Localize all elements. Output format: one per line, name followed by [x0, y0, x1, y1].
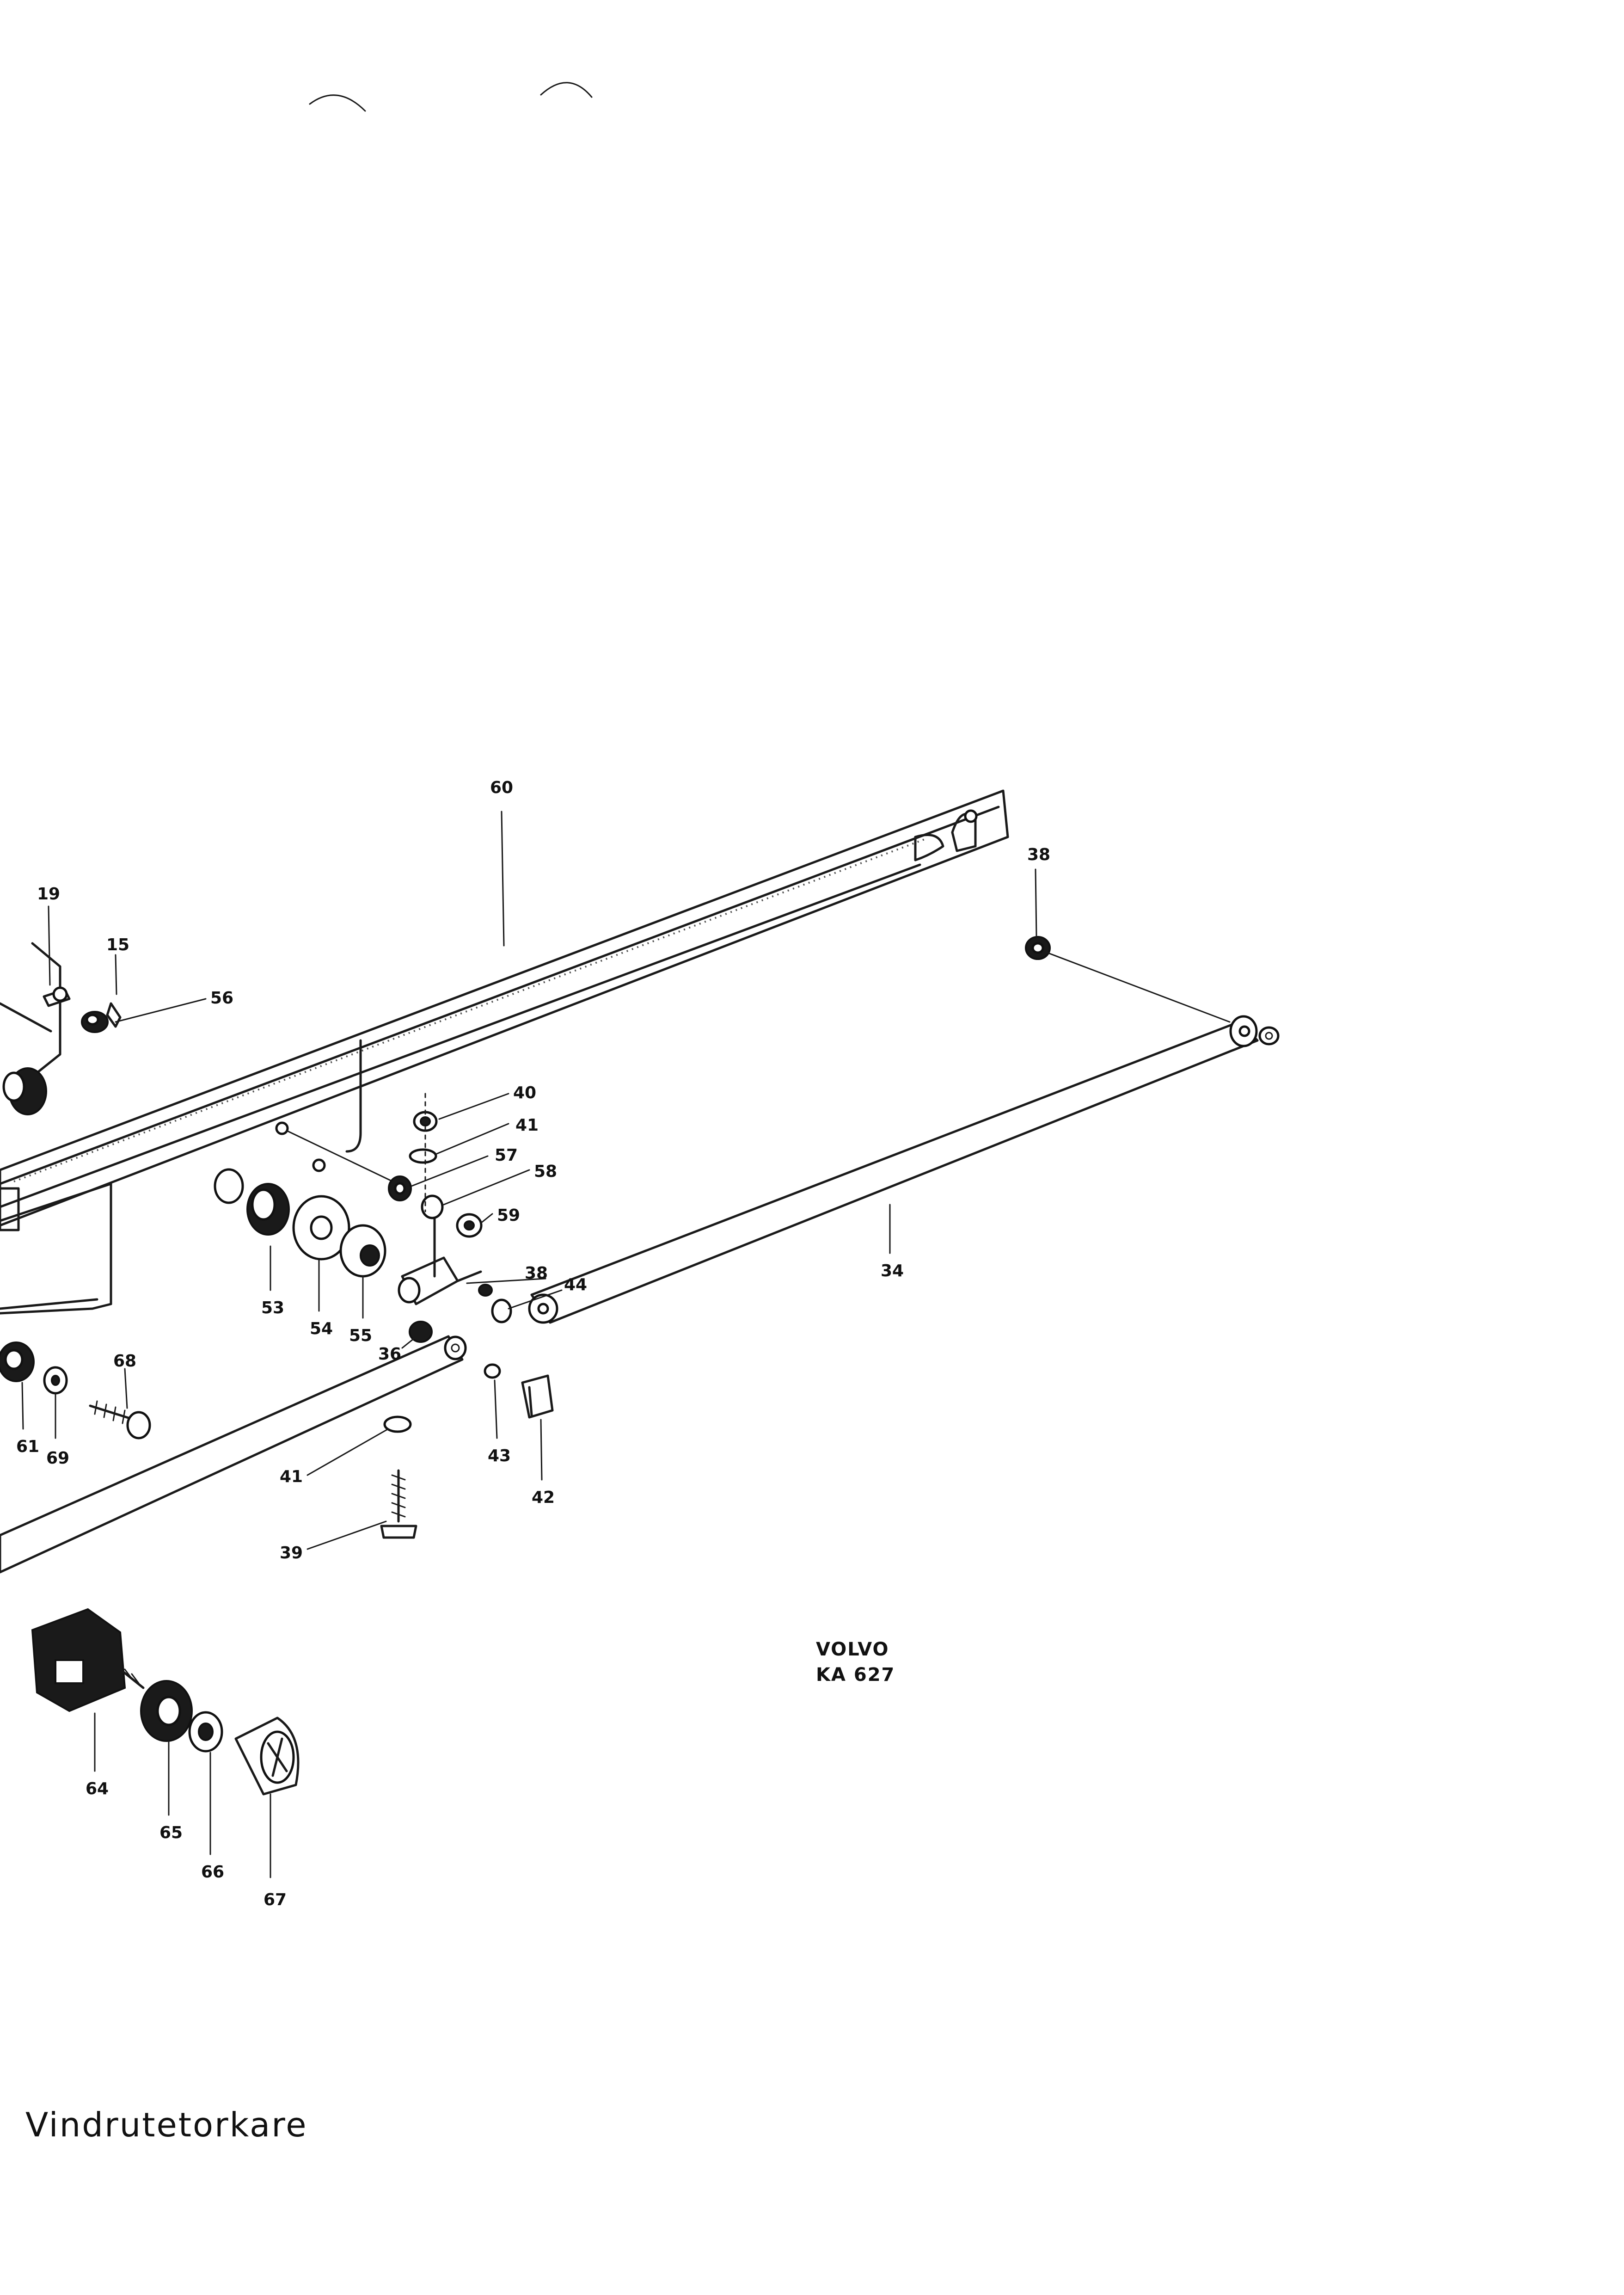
callout-43: 43 — [488, 1446, 511, 1465]
wiper-switch-assembly — [31, 1608, 300, 1796]
scan-mark — [309, 94, 366, 112]
callout-57: 57 — [495, 1146, 518, 1165]
callout-65: 65 — [159, 1823, 183, 1842]
callout-54: 54 — [310, 1319, 333, 1338]
callout-66: 66 — [201, 1863, 224, 1882]
scan-mark — [540, 82, 593, 98]
callout-41: 41 — [515, 1116, 539, 1135]
callout-56: 56 — [210, 989, 233, 1008]
callout-69: 69 — [46, 1449, 69, 1468]
callout-labels: 60 38 19 15 56 40 41 57 58 59 34 38 44 5… — [16, 778, 1050, 1909]
leader-lines — [21, 811, 1037, 1878]
callout-41-lower: 41 — [280, 1467, 303, 1486]
callout-68: 68 — [113, 1352, 136, 1371]
crank-assembly — [214, 1093, 554, 1539]
callout-38-lower: 38 — [525, 1264, 548, 1283]
callout-61: 61 — [16, 1437, 39, 1456]
callout-44: 44 — [564, 1275, 587, 1294]
callout-64: 64 — [86, 1779, 109, 1798]
linkage-rod-34 — [528, 1015, 1280, 1324]
callout-42: 42 — [532, 1488, 555, 1507]
nut-38-upper — [1025, 936, 1231, 1023]
callout-40: 40 — [513, 1083, 536, 1102]
fastener-parts-left — [0, 1341, 151, 1440]
callout-34: 34 — [881, 1261, 904, 1280]
callout-19: 19 — [37, 885, 60, 904]
callout-15: 15 — [106, 935, 129, 954]
wiper-motor-housing — [0, 1039, 362, 1315]
catalog-number: KA 627 — [816, 1664, 895, 1686]
callout-55: 55 — [349, 1326, 372, 1345]
linkage-rod-lower — [0, 1335, 467, 1574]
page-title: Vindrutetorkare — [25, 2105, 308, 2144]
callout-38: 38 — [1027, 845, 1050, 864]
callout-36: 36 — [378, 1345, 401, 1364]
callout-58: 58 — [534, 1162, 557, 1181]
callout-39: 39 — [280, 1544, 303, 1563]
callout-60: 60 — [490, 778, 513, 797]
bracket-parts-left — [0, 942, 122, 1115]
callout-53: 53 — [261, 1298, 284, 1317]
callout-67: 67 — [264, 1890, 287, 1909]
support-bar-60 — [0, 789, 1009, 1227]
callout-59: 59 — [497, 1206, 520, 1225]
manufacturer-name: VOLVO — [816, 1639, 889, 1660]
